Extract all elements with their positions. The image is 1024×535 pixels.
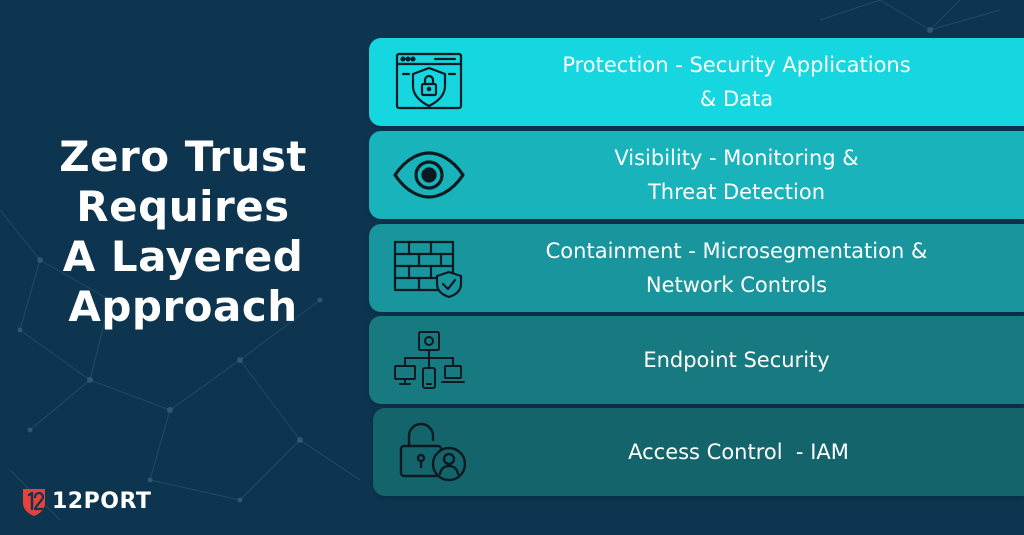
headline-line-4: Approach <box>68 282 298 331</box>
headline-line-2: Requires <box>76 182 290 231</box>
layer-access-control: Access Control - IAM <box>373 408 1024 496</box>
layer-protection-line-2: & Data <box>699 87 774 111</box>
browser-shield-lock-icon <box>391 50 467 114</box>
12port-logo-icon <box>23 489 45 516</box>
headline: Zero Trust Requires A Layered Approach <box>28 132 338 332</box>
eye-icon <box>391 143 467 207</box>
layer-containment-line-1: Containment - Microsegmentation & <box>545 239 928 263</box>
layer-access-control-label: Access Control - IAM <box>463 408 1014 496</box>
layer-containment-line-2: Network Controls <box>645 273 828 297</box>
layer-protection: Protection - Security Applications & Dat… <box>369 38 1024 126</box>
network-devices-icon <box>391 328 467 392</box>
layer-access-control-line-1: Access Control - IAM <box>628 440 849 464</box>
layer-endpoint-line-1: Endpoint Security <box>643 348 830 372</box>
layer-containment: Containment - Microsegmentation & Networ… <box>369 224 1024 312</box>
layer-containment-label: Containment - Microsegmentation & Networ… <box>459 224 1014 312</box>
headline-line-3: A Layered <box>62 232 304 281</box>
layer-endpoint: Endpoint Security <box>369 316 1024 404</box>
layer-visibility: Visibility - Monitoring & Threat Detecti… <box>369 131 1024 219</box>
brand-logo: 12PORT <box>20 484 151 518</box>
layer-visibility-label: Visibility - Monitoring & Threat Detecti… <box>459 131 1014 219</box>
brand-name: 12PORT <box>52 488 152 514</box>
layer-protection-line-1: Protection - Security Applications <box>562 53 911 77</box>
layer-visibility-line-1: Visibility - Monitoring & <box>614 146 859 170</box>
layer-protection-label: Protection - Security Applications & Dat… <box>459 38 1014 126</box>
firewall-shield-icon <box>391 236 467 300</box>
layer-visibility-line-2: Threat Detection <box>647 180 826 204</box>
layer-endpoint-label: Endpoint Security <box>459 316 1014 404</box>
headline-line-1: Zero Trust <box>59 132 307 181</box>
lock-user-icon <box>395 420 471 484</box>
